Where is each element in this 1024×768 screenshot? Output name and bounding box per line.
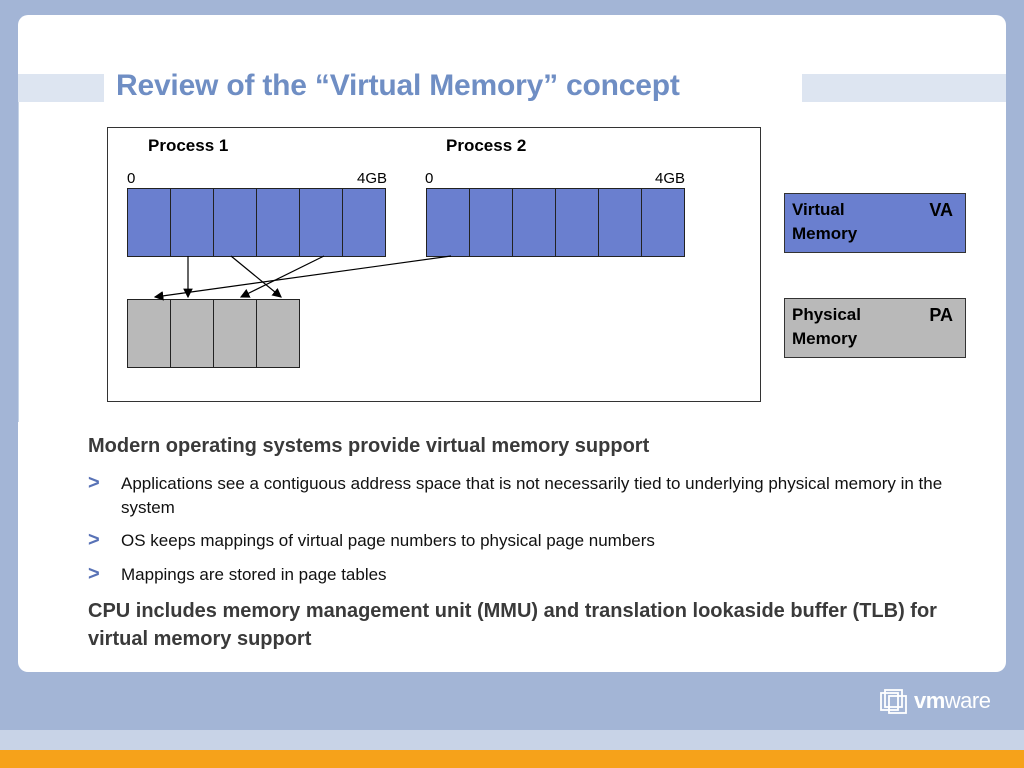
physical-frame (170, 299, 214, 368)
process2-label: Process 2 (446, 136, 527, 155)
bullet-text: Mappings are stored in page tables (121, 565, 387, 584)
physical-frame (256, 299, 300, 368)
virtual-page (598, 188, 642, 257)
virtual-memory-legend-abbr: VA (929, 200, 953, 220)
virtual-memory-legend-label: Virtual Memory (792, 200, 858, 243)
bullet-marker: > (88, 563, 100, 585)
slide-title: Review of the “Virtual Memory” concept (116, 69, 680, 102)
bullet-marker: > (88, 529, 100, 551)
physical-frame (127, 299, 171, 368)
heading-mmu-tlb: CPU includes memory management unit (MMU… (88, 600, 937, 650)
virtual-memory-legend: Virtual Memory VA (784, 193, 966, 253)
virtual-page (299, 188, 343, 257)
vmware-logo-icon (880, 689, 907, 714)
title-band-left (18, 74, 104, 102)
bullet-marker: > (88, 472, 100, 494)
process2-start-label: 0 (425, 170, 434, 187)
virtual-page (342, 188, 386, 257)
physical-memory-legend-abbr: PA (929, 305, 953, 325)
virtual-page (426, 188, 470, 257)
vmware-wordmark-strong: vm (914, 688, 945, 713)
process2-virtual-pages (426, 188, 685, 257)
virtual-page (256, 188, 300, 257)
virtual-page (555, 188, 599, 257)
virtual-page (213, 188, 257, 257)
process1-end-label: 4GB (357, 170, 388, 187)
bullet-text: Applications see a contiguous address sp… (121, 474, 943, 517)
physical-memory-frames (127, 299, 300, 368)
footer-accent-band (0, 750, 1024, 768)
heading-virtual-memory-support: Modern operating systems provide virtual… (88, 435, 650, 457)
process2-end-label: 4GB (655, 170, 686, 187)
footer-band (0, 730, 1024, 750)
physical-memory-legend: Physical Memory PA (784, 298, 966, 358)
title-band-right (802, 74, 1006, 102)
process1-start-label: 0 (127, 170, 136, 187)
virtual-page (641, 188, 685, 257)
left-divider (18, 102, 19, 422)
process1-virtual-pages (127, 188, 386, 257)
vmware-wordmark: vmware (914, 688, 991, 714)
physical-frame (213, 299, 257, 368)
physical-memory-legend-label: Physical Memory (792, 305, 861, 348)
vmware-wordmark-light: ware (944, 688, 991, 713)
process1-label: Process 1 (148, 136, 229, 155)
virtual-page (127, 188, 171, 257)
vmware-logo: vmware (880, 687, 991, 715)
bullet-text: OS keeps mappings of virtual page number… (121, 531, 655, 550)
virtual-page (170, 188, 214, 257)
virtual-page (512, 188, 556, 257)
virtual-page (469, 188, 513, 257)
